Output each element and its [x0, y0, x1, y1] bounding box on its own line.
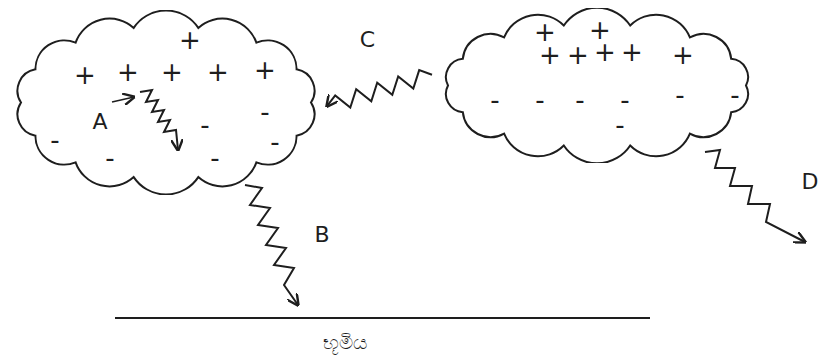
charge-sign: - — [675, 82, 684, 108]
charge-sign: - — [105, 145, 114, 171]
charge-sign: + — [207, 59, 229, 85]
charge-sign: + — [539, 42, 561, 68]
charge-sign: - — [535, 87, 544, 113]
bolt-letter: C — [360, 29, 375, 51]
charge-sign: - — [260, 99, 269, 125]
charge-sign: - — [50, 127, 59, 153]
charge-sign: - — [575, 87, 584, 113]
charge-sign: - — [620, 87, 629, 113]
intra-cloud-bolt — [140, 90, 178, 150]
charge-sign: + — [594, 39, 616, 65]
charge-sign: + — [672, 42, 694, 68]
charge-sign: - — [210, 145, 219, 171]
charge-sign: - — [615, 112, 624, 138]
cloud-outline — [5, 10, 327, 195]
bolt-letter: D — [802, 171, 819, 193]
bolt-letter: A — [92, 111, 107, 133]
charge-sign: - — [730, 82, 739, 108]
charge-sign: + — [621, 39, 643, 65]
ground-line — [115, 317, 650, 319]
bolt-letter: B — [314, 224, 329, 246]
cloud: ++++++------ — [5, 10, 327, 195]
charge-sign: - — [270, 129, 279, 155]
cloud-air-bolt — [705, 150, 805, 242]
ground-label: භූමිය — [323, 332, 367, 352]
charge-sign: + — [161, 59, 183, 85]
cloud-ground-bolt — [245, 185, 298, 305]
charge-sign: + — [74, 62, 96, 88]
charge-sign: + — [117, 59, 139, 85]
charge-sign: + — [179, 27, 201, 53]
cloud-cloud-bolt — [327, 70, 432, 108]
charge-sign: - — [490, 87, 499, 113]
cloud: +++++++------- — [432, 8, 762, 163]
charge-sign: + — [254, 57, 276, 83]
charge-sign: - — [200, 112, 209, 138]
pointer-arrow — [112, 97, 134, 102]
charge-sign: + — [567, 42, 589, 68]
